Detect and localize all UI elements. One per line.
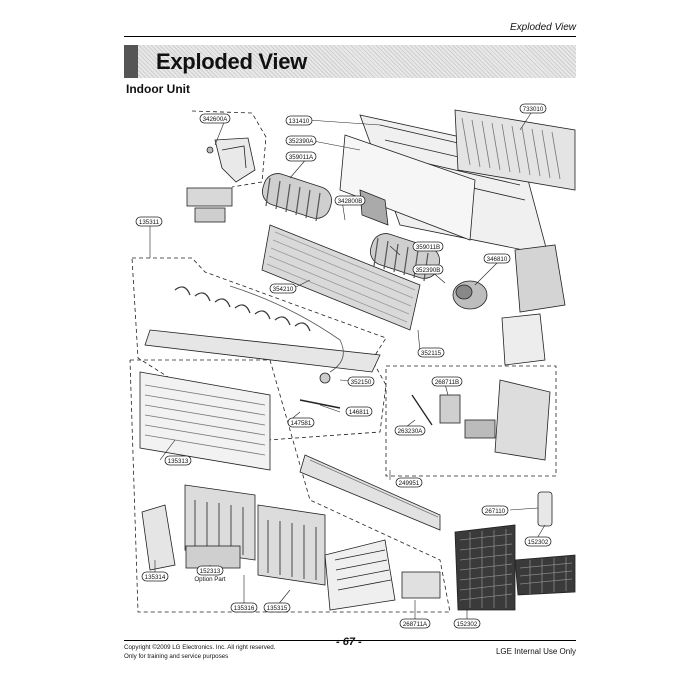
- callout-733010: 733010: [519, 103, 547, 114]
- callout-352390b: 352390B: [412, 264, 444, 275]
- part-drain-pan: [339, 134, 476, 241]
- svg-text:135313: 135313: [168, 458, 189, 465]
- part-evaporator: [261, 224, 421, 331]
- page-title: Exploded View: [156, 49, 307, 74]
- svg-text:147581: 147581: [291, 420, 312, 427]
- svg-text:733010: 733010: [523, 106, 544, 113]
- callout-352150: 352150: [347, 376, 375, 387]
- page-number: - 67 -: [336, 636, 362, 648]
- part-option-filter: [185, 545, 241, 569]
- part-front-panel: [139, 371, 271, 471]
- internal-use-text: LGE Internal Use Only: [495, 647, 576, 656]
- svg-text:342800B: 342800B: [338, 198, 363, 205]
- svg-text:146811: 146811: [349, 409, 370, 416]
- svg-text:249951: 249951: [399, 480, 420, 487]
- svg-text:152313: 152313: [200, 568, 221, 575]
- callout-268711a: 268711A: [399, 618, 431, 629]
- footer-rule: [124, 640, 576, 641]
- svg-text:263230A: 263230A: [398, 428, 424, 435]
- svg-text:352390A: 352390A: [289, 138, 315, 145]
- svg-text:346810: 346810: [487, 256, 508, 263]
- callout-268711b: 268711B: [431, 376, 463, 387]
- callout-342600a: 342600A: [199, 113, 231, 124]
- part-control-box: [494, 379, 551, 461]
- callout-354210: 354210: [269, 283, 297, 294]
- svg-text:131410: 131410: [289, 118, 310, 125]
- part-filter-grille-b: [257, 504, 326, 586]
- callout-147581: 147581: [287, 417, 315, 428]
- part-control-cover: [501, 313, 546, 366]
- title-bar-accent: [124, 45, 138, 78]
- part-air-filter-a: [454, 524, 516, 611]
- part-cabinet-box: [324, 539, 396, 611]
- callout-152302-a: 152302: [524, 536, 552, 547]
- dashed-boundary-control: [385, 365, 557, 477]
- part-side-bracket: [514, 244, 566, 313]
- part-vent-grille: [299, 454, 441, 531]
- svg-text:267110: 267110: [485, 508, 506, 515]
- callout-135314: 135314: [141, 571, 169, 582]
- part-air-filter-b: [514, 554, 576, 596]
- part-pcb: [439, 394, 461, 424]
- callout-146811: 146811: [345, 406, 373, 417]
- callout-131410: 131410: [285, 115, 313, 126]
- callout-263230a: 263230A: [394, 425, 426, 436]
- svg-text:359011B: 359011B: [416, 244, 440, 251]
- svg-text:352390B: 352390B: [416, 267, 441, 274]
- part-cross-flow-fan-a: [262, 173, 332, 222]
- svg-text:135315: 135315: [267, 605, 288, 612]
- callout-352115: 352115: [417, 347, 445, 358]
- svg-text:135314: 135314: [145, 574, 166, 581]
- callout-267110: 267110: [481, 505, 509, 516]
- title-bar: [124, 45, 576, 78]
- part-remote-control: [537, 491, 553, 527]
- svg-text:135316: 135316: [234, 605, 255, 612]
- callout-359011b: 359011B: [412, 241, 444, 252]
- callout-152313: 152313: [196, 565, 224, 576]
- svg-text:135311: 135311: [139, 219, 160, 226]
- callout-359011a: 359011A: [285, 151, 317, 162]
- svg-text:152302: 152302: [528, 539, 549, 546]
- running-header: Exploded View: [510, 22, 576, 33]
- section-title: Indoor Unit: [126, 82, 190, 96]
- part-louver-assembly: [144, 329, 381, 373]
- svg-text:268711B: 268711B: [435, 379, 459, 386]
- part-bracket: [214, 137, 256, 183]
- part-remote-holder: [401, 571, 441, 599]
- svg-text:354210: 354210: [273, 286, 294, 293]
- svg-text:352115: 352115: [421, 350, 442, 357]
- svg-text:152302: 152302: [457, 621, 478, 628]
- callout-342800b: 342800B: [334, 195, 366, 206]
- header-rule: [124, 36, 576, 37]
- svg-text:342600A: 342600A: [203, 116, 229, 123]
- callout-346810: 346810: [483, 253, 511, 264]
- part-motor-mount: [359, 189, 389, 226]
- callout-135313: 135313: [164, 455, 192, 466]
- dashed-boundary-top: [191, 110, 267, 188]
- svg-text:352150: 352150: [351, 379, 372, 386]
- part-mount-plate: [454, 109, 576, 191]
- option-part-note: Option Part: [194, 576, 226, 583]
- callout-135315: 135315: [263, 602, 291, 613]
- svg-text:268711A: 268711A: [403, 621, 428, 628]
- callout-352390a: 352390A: [285, 135, 317, 146]
- callout-135311: 135311: [135, 216, 163, 227]
- callout-135316: 135316: [230, 602, 258, 613]
- footer-left: Copyright ©2009 LG Electronics. Inc. All…: [124, 643, 275, 661]
- svg-text:359011A: 359011A: [289, 154, 314, 161]
- copyright-text: Copyright ©2009 LG Electronics. Inc. All…: [124, 644, 276, 651]
- training-text: Only for training and service purposes: [124, 653, 229, 660]
- part-filter-grille-a: [184, 484, 256, 561]
- callout-152302-b: 152302: [453, 618, 481, 629]
- part-side-cap: [141, 504, 176, 571]
- callout-249951: 249951: [395, 477, 423, 488]
- part-small-block: [186, 187, 233, 207]
